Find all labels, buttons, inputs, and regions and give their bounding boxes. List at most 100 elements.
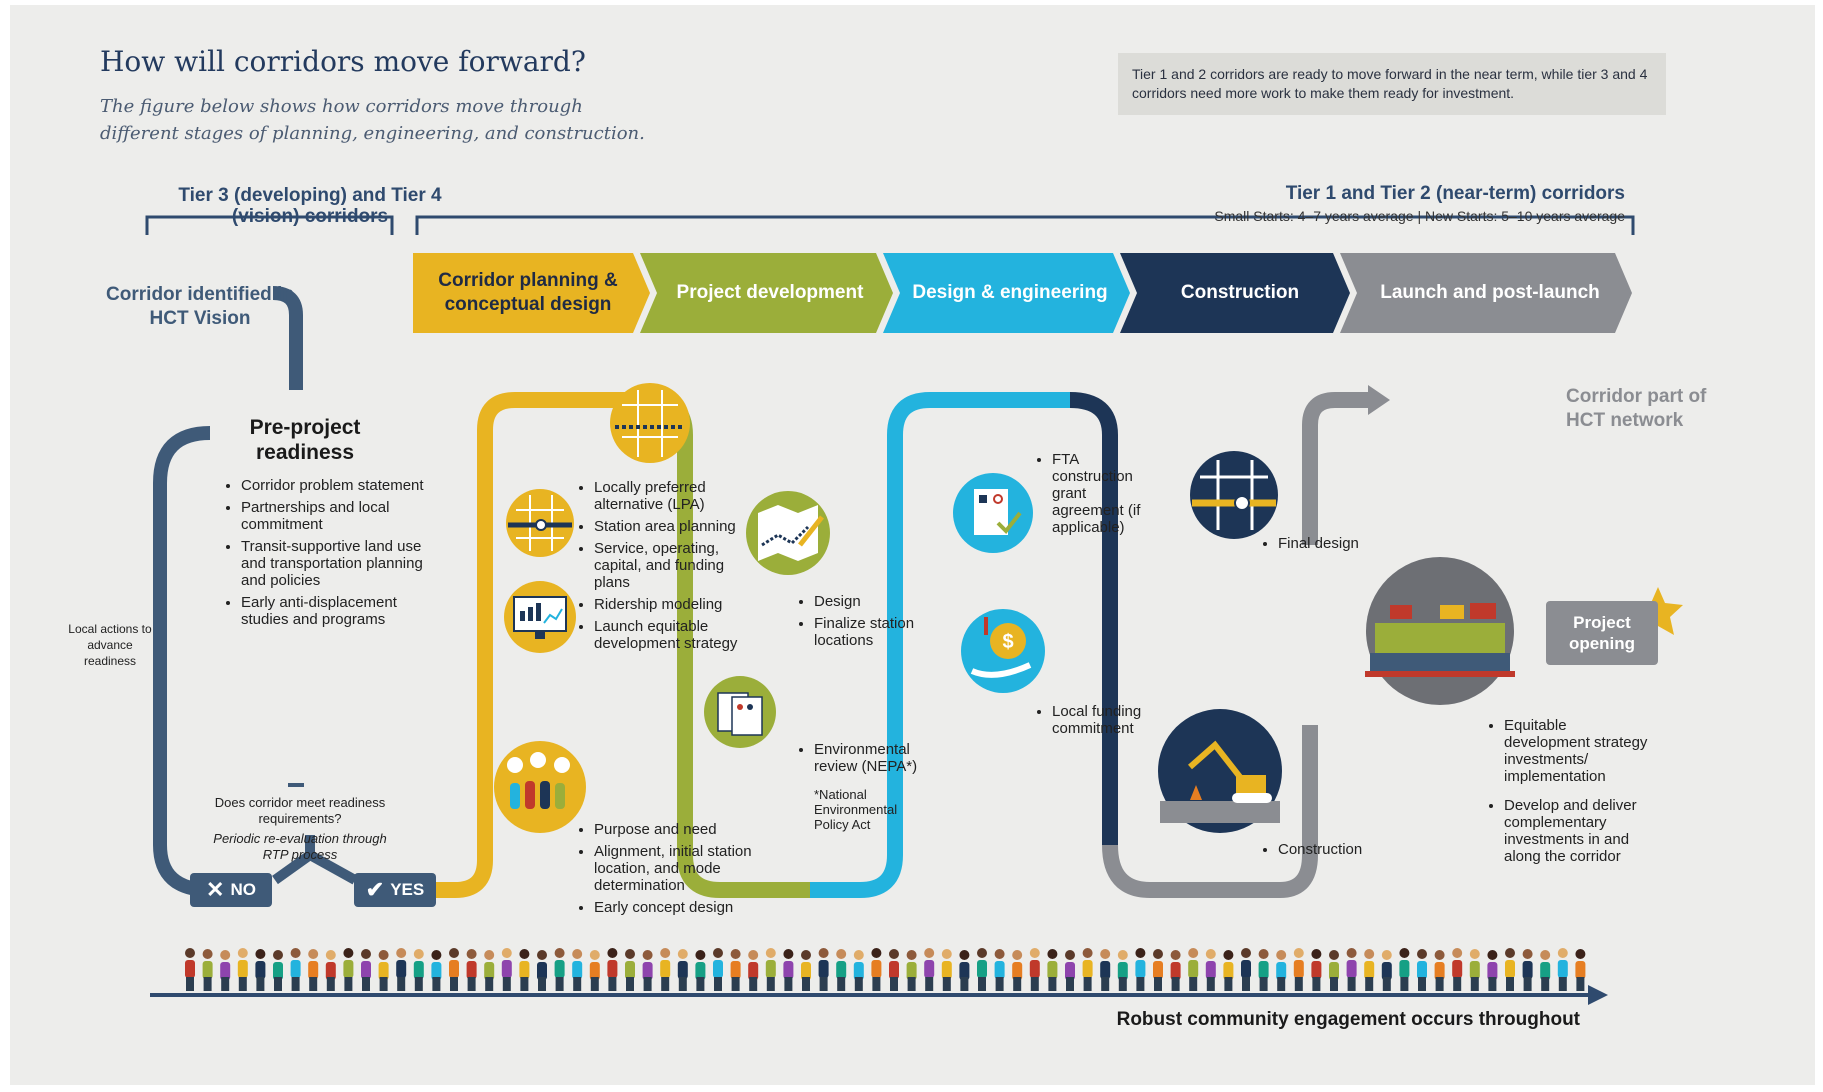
planning-item: Station area planning <box>594 518 748 535</box>
person-icon <box>1065 950 1075 991</box>
monitor-chart-icon <box>504 581 576 653</box>
person-icon <box>325 950 336 991</box>
person-icon <box>625 949 635 991</box>
person-icon <box>484 950 495 991</box>
planning-item: Purpose and need <box>594 821 763 838</box>
person-icon <box>748 950 759 991</box>
design-list-grant: FTA construction grant agreement (if app… <box>1036 451 1156 541</box>
construction-list-design: Final design <box>1262 535 1362 557</box>
person-icon <box>1241 948 1251 991</box>
launch-item: Develop and deliver complementary invest… <box>1504 797 1648 865</box>
person-icon <box>607 948 618 991</box>
planning-item: Early concept design <box>594 899 763 916</box>
person-icon <box>660 948 671 991</box>
person-icon <box>783 949 794 991</box>
map-grid-icon <box>610 383 690 463</box>
person-icon <box>589 950 600 991</box>
person-icon <box>1399 948 1410 991</box>
planning-path-line <box>420 392 650 898</box>
planning-item: Service, operating, capital, and funding… <box>594 540 748 591</box>
project-opening-badge: Project opening <box>1546 601 1658 665</box>
transit-station-icon <box>1365 557 1515 705</box>
stage-chevron-launch <box>1340 253 1632 333</box>
person-icon <box>818 948 829 991</box>
person-icon <box>695 950 706 991</box>
person-icon <box>1135 948 1146 991</box>
person-icon <box>554 948 565 991</box>
design-item: Local funding commitment <box>1052 703 1156 737</box>
person-icon <box>1452 948 1463 991</box>
person-icon <box>1434 950 1445 991</box>
person-icon <box>361 949 371 991</box>
tier-note-box: Tier 1 and 2 corridors are ready to move… <box>1118 53 1666 115</box>
development-list-nepa: Environmental review (NEPA*) <box>798 741 938 780</box>
person-icon <box>941 949 952 991</box>
person-icon <box>413 949 424 991</box>
x-mark-icon: ✕ <box>206 877 225 902</box>
person-icon <box>730 949 741 991</box>
launch-path-line <box>1279 725 1318 898</box>
person-icon <box>1012 950 1023 991</box>
stage-label-launch: Launch and post-launch <box>1380 282 1600 303</box>
start-connector-line <box>272 286 303 390</box>
stage-label-construction: Construction <box>1180 282 1300 303</box>
design-path-line <box>810 392 1070 898</box>
person-icon <box>1381 950 1392 991</box>
person-icon <box>290 948 301 991</box>
planning-item: Ridership modeling <box>594 596 748 613</box>
person-icon <box>1329 950 1339 991</box>
person-icon <box>1082 948 1093 991</box>
person-icon <box>1258 949 1269 991</box>
route-map-pencil-icon <box>746 491 830 575</box>
planning-item: Locally preferred alternative (LPA) <box>594 479 748 513</box>
end-label: Corridor part of HCT network <box>1566 386 1707 431</box>
documents-icon <box>704 676 776 748</box>
person-icon <box>1293 948 1304 991</box>
person-icon <box>237 948 248 991</box>
person-icon <box>220 950 231 991</box>
readiness-item: Partnerships and local commitment <box>241 499 425 533</box>
construction-item: Construction <box>1278 841 1392 858</box>
person-icon <box>431 950 442 991</box>
person-icon <box>308 949 319 991</box>
planning-item: Alignment, initial station location, and… <box>594 843 763 894</box>
person-icon <box>765 948 776 991</box>
launch-item: Equitable development strategy investmen… <box>1504 717 1648 785</box>
person-icon <box>994 949 1005 991</box>
person-icon <box>255 949 266 991</box>
stage-label-development: Project development <box>676 282 864 303</box>
divider <box>288 783 304 787</box>
person-icon <box>642 950 653 991</box>
planning-list-bottom: Purpose and need Alignment, initial stat… <box>578 821 763 921</box>
no-decision-badge: ✕ NO <box>190 873 272 907</box>
person-icon <box>801 950 811 991</box>
tier-bracket-right <box>415 215 1635 235</box>
readiness-item: Corridor problem statement <box>241 477 425 494</box>
page-subtitle: The figure below shows how corridors mov… <box>100 96 645 144</box>
person-icon <box>889 949 899 991</box>
person-icon <box>677 949 688 991</box>
person-icon <box>1029 948 1040 991</box>
planning-list-top: Locally preferred alternative (LPA) Stat… <box>578 479 748 657</box>
person-icon <box>1153 949 1163 991</box>
stage-chevrons <box>413 253 1632 333</box>
person-icon <box>871 948 882 991</box>
design-item: FTA construction grant agreement (if app… <box>1052 451 1156 536</box>
person-icon <box>1170 950 1181 991</box>
person-icon <box>1117 950 1128 991</box>
planning-item: Launch equitable development strategy <box>594 618 748 652</box>
person-icon <box>836 949 847 991</box>
person-icon <box>1417 949 1427 991</box>
final-design-map-icon <box>1190 451 1278 539</box>
person-icon <box>185 948 195 991</box>
page-title: How will corridors move forward? <box>100 45 586 78</box>
tier-bracket-left <box>145 215 394 235</box>
engagement-caption: Robust community engagement occurs throu… <box>1116 1009 1580 1030</box>
construction-list-build: Construction <box>1262 841 1392 863</box>
station-map-icon <box>506 489 574 557</box>
excavator-icon <box>1158 709 1282 833</box>
development-list: Design Finalize station locations <box>798 593 918 654</box>
person-icon <box>1311 949 1322 991</box>
stage-label-planning: Corridor planning & conceptual design <box>438 270 618 315</box>
person-icon <box>1557 948 1568 991</box>
